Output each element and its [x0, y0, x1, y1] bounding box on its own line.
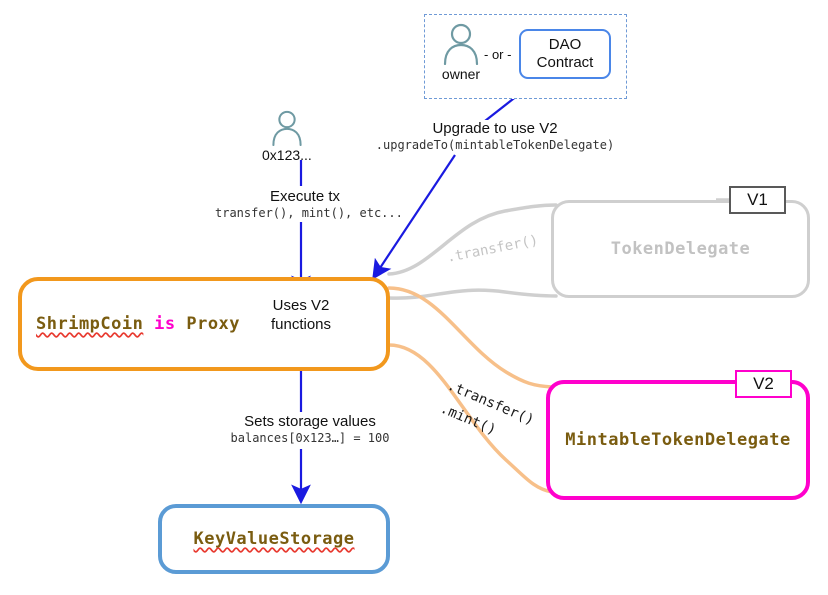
sets-storage-title: Sets storage values	[244, 413, 376, 430]
or-separator-label: - or -	[484, 47, 512, 62]
execute-edge-code: transfer(), mint(), etc...	[215, 206, 403, 220]
uses-v2-edge-label: Uses V2 functions	[253, 297, 349, 335]
dao-label-line1: DAO	[548, 36, 582, 54]
v1-version-tag: V1	[729, 186, 786, 214]
proxy-node-label: ShrimpCoin is Proxy	[36, 314, 240, 334]
sets-storage-edge-label: Sets storage values balances[0x123…] = 1…	[210, 413, 410, 445]
owner-label: owner	[441, 66, 481, 82]
owner-actor: owner	[441, 23, 481, 82]
sets-storage-code: balances[0x123…] = 100	[230, 431, 390, 445]
upgrade-edge-title: Upgrade to use V2	[432, 120, 558, 137]
v2-node-label: MintableTokenDelegate	[565, 430, 791, 450]
proxy-base-name: Proxy	[186, 314, 241, 334]
uses-v2-line1: Uses V2	[272, 297, 330, 314]
upgrade-edge-label: Upgrade to use V2 .upgradeTo(mintableTok…	[370, 120, 620, 152]
upgrade-edge-code: .upgradeTo(mintableTokenDelegate)	[375, 138, 615, 152]
v2-version-tag: V2	[735, 370, 792, 398]
uses-v2-line2: functions	[270, 315, 332, 333]
storage-node-label: KeyValueStorage	[193, 529, 355, 549]
v1-call-label: .transfer()	[445, 232, 540, 266]
execute-edge-title: Execute tx	[269, 188, 341, 205]
token-delegate-v1-node[interactable]: TokenDelegate	[551, 200, 810, 298]
execute-edge-label: Execute tx transfer(), mint(), etc...	[215, 188, 403, 220]
key-value-storage-node[interactable]: KeyValueStorage	[158, 504, 390, 574]
user-address-label: 0x123...	[262, 147, 312, 163]
mintable-token-delegate-v2-node[interactable]: MintableTokenDelegate	[546, 380, 810, 500]
dao-label-line2: Contract	[536, 54, 594, 71]
admin-group: owner - or - DAO Contract	[424, 14, 627, 99]
dao-contract-node[interactable]: DAO Contract	[519, 29, 611, 79]
proxy-keyword-is: is	[154, 314, 176, 334]
person-icon	[443, 23, 479, 65]
v1-node-label: TokenDelegate	[610, 239, 751, 259]
proxy-contract-name: ShrimpCoin	[36, 314, 144, 334]
person-icon	[272, 110, 302, 146]
user-actor: 0x123...	[262, 110, 312, 163]
